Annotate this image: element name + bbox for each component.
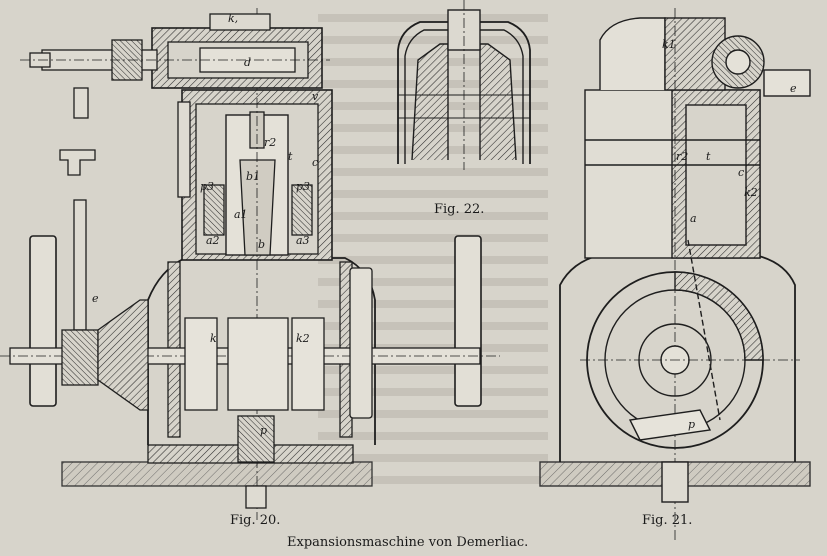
- label-a-fig21: a: [690, 212, 697, 225]
- label-t: t: [288, 150, 293, 163]
- label-b1: b1: [246, 170, 260, 183]
- crank-web-right: [291, 317, 325, 411]
- crank-web-left: [184, 317, 218, 411]
- label-d: d: [244, 56, 251, 69]
- label-a3: a3: [296, 234, 310, 247]
- plate-title: Expansionsmaschine von Demerliac.: [287, 535, 529, 550]
- label-k2: k2: [296, 332, 310, 345]
- ground-base-fig20: [61, 461, 373, 487]
- flywheel-left: [29, 235, 57, 407]
- caption-fig22: Fig. 22.: [434, 202, 485, 217]
- label-v: v: [312, 90, 319, 103]
- flywheel-right: [454, 235, 482, 407]
- label-a1: a1: [234, 208, 248, 221]
- label-c-fig21: c: [738, 166, 744, 179]
- label-k1-top: k,: [228, 12, 238, 25]
- label-p-fig21: p: [688, 418, 695, 431]
- label-t-fig21: t: [706, 150, 711, 163]
- label-e-fig21: e: [790, 82, 797, 95]
- label-c: c: [312, 156, 318, 169]
- label-k2-fig21: k2: [744, 186, 758, 199]
- label-b: b: [258, 238, 265, 251]
- label-p3-right: p3: [296, 180, 310, 193]
- part-labels: k, d v r2 t c b1 p3 p3 a1 a2 a3 b e k k2…: [92, 12, 797, 437]
- label-r2: r2: [264, 136, 276, 149]
- exhaust-pipe: [763, 69, 811, 97]
- label-a2: a2: [206, 234, 220, 247]
- label-p: p: [260, 424, 267, 437]
- label-k-left: k: [210, 332, 217, 345]
- label-r2-fig21: r2: [676, 150, 688, 163]
- label-e-left: e: [92, 292, 99, 305]
- figure-21-drawing: [539, 8, 811, 540]
- label-k1-fig21: k1: [662, 38, 676, 51]
- caption-fig20: Fig. 20.: [230, 513, 281, 528]
- figure-20-drawing: [0, 8, 500, 520]
- figure-22-drawing: [397, 0, 531, 170]
- caption-fig21: Fig. 21.: [642, 513, 693, 528]
- label-p3-left: p3: [200, 180, 214, 193]
